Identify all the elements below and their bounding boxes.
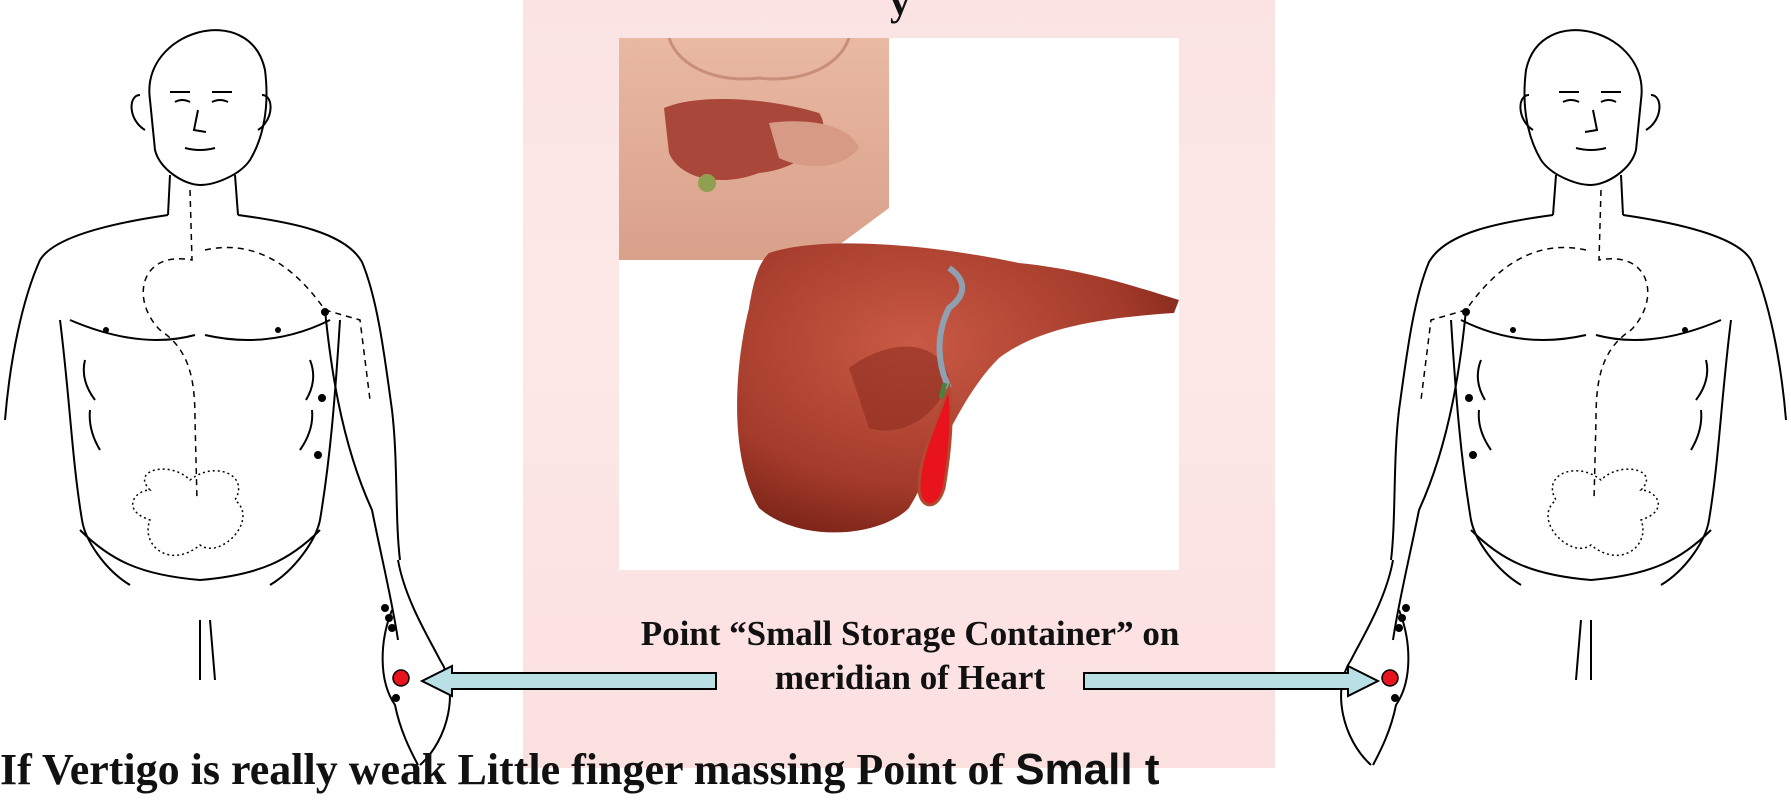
liver-illustration (619, 38, 1179, 570)
caption-line-1: Point “Small Storage Container” on (560, 612, 1260, 656)
acupoint-red-right (1382, 670, 1398, 686)
arrow-right (1080, 664, 1380, 698)
arrow-left (420, 664, 720, 698)
top-title-fragment: y (800, 0, 1000, 25)
right-body-figure (1311, 0, 1791, 768)
bottom-text-tail: Small t (1015, 745, 1159, 794)
acupoint-red-left (393, 670, 409, 686)
bottom-text-main: If Vertigo is really weak Little finger … (0, 745, 1015, 794)
bottom-text: If Vertigo is really weak Little finger … (0, 740, 1791, 800)
left-body-figure (0, 0, 480, 768)
